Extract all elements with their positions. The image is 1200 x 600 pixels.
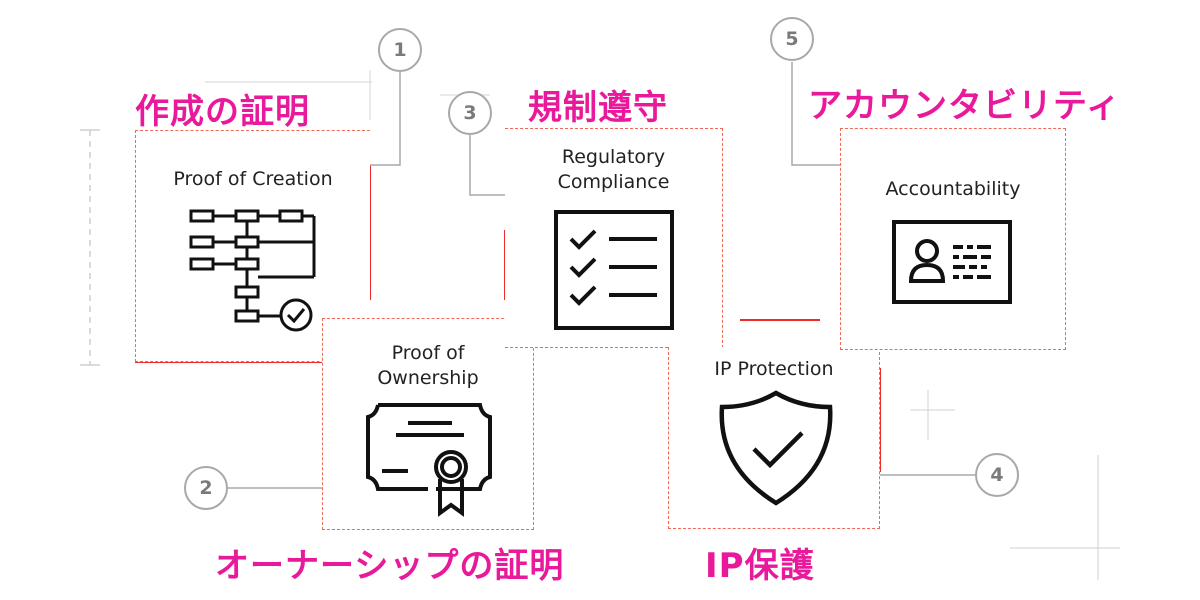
card-accountability: Accountability	[840, 128, 1066, 350]
card-title: IP Protection	[714, 358, 834, 380]
certificate-icon	[366, 403, 492, 517]
shield-check-icon	[719, 390, 833, 506]
badge-2: 2	[184, 466, 228, 510]
label-ownership-jp: オーナーシップの証明	[215, 546, 565, 586]
card-title-line1: Regulatory	[561, 146, 666, 168]
badge-5: 5	[770, 17, 814, 61]
card-title: Proof of Creation	[173, 168, 333, 190]
badge-4: 4	[975, 453, 1019, 497]
card-title-line2: Ownership	[377, 367, 479, 389]
flowchart-check-icon	[189, 209, 316, 332]
badge-3: 3	[448, 91, 492, 135]
label-accountability-jp: アカウンタビリティ	[808, 86, 1121, 126]
checklist-icon	[554, 210, 674, 330]
id-card-icon	[892, 220, 1012, 304]
card-regulatory-compliance: Regulatory Compliance	[505, 128, 723, 348]
card-title-line1: Proof of	[391, 342, 465, 364]
badge-1: 1	[378, 28, 422, 72]
label-creation-jp: 作成の証明	[135, 92, 310, 132]
card-proof-of-ownership: Proof of Ownership	[322, 318, 534, 530]
card-title: Accountability	[885, 178, 1021, 200]
label-ip-jp: IP保護	[705, 546, 815, 586]
card-title-line2: Compliance	[557, 171, 670, 193]
card-ip-protection: IP Protection	[668, 347, 880, 529]
label-regulatory-jp: 規制遵守	[528, 88, 668, 128]
